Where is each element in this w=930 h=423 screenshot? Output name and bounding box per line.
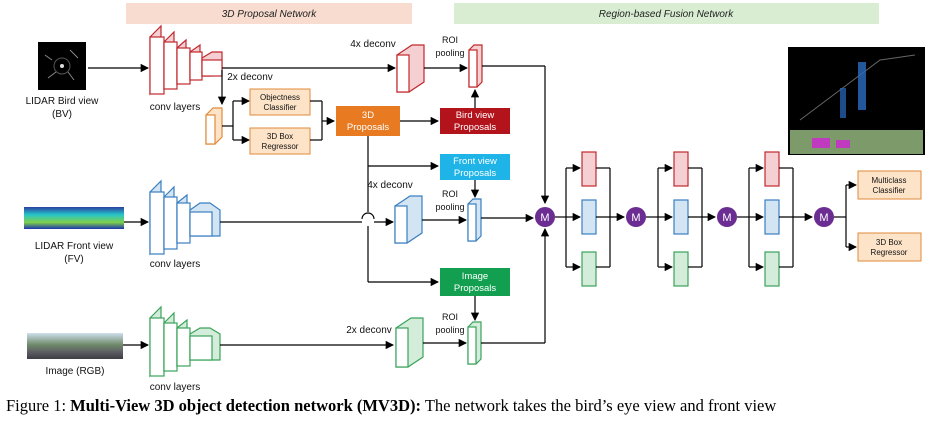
bv-roi-label: ROI bbox=[442, 35, 458, 45]
header-fusion-label: Region-based Fusion Network bbox=[599, 9, 735, 20]
output-box-label-1: 3D Box bbox=[876, 238, 902, 247]
fusion-stage-1 bbox=[555, 151, 626, 287]
caption-text: The network takes the bird’s eye view an… bbox=[421, 396, 777, 415]
multiclass-label-2: Classifier bbox=[873, 186, 906, 195]
caption-prefix: Figure 1: bbox=[6, 396, 71, 415]
bird-proposals-label-1: Bird view bbox=[456, 110, 495, 121]
front-view-image bbox=[24, 207, 124, 229]
bv-deconv-label: 4x deconv bbox=[350, 39, 396, 50]
fv-conv-label: conv layers bbox=[150, 259, 201, 270]
front-view-proposals bbox=[440, 154, 510, 180]
rgb-deconv-label: 2x deconv bbox=[346, 325, 392, 336]
bv-4x-deconv bbox=[396, 44, 425, 93]
header-proposal-network bbox=[126, 3, 412, 24]
svg-text:M: M bbox=[819, 212, 828, 224]
header-proposal-label: 3D Proposal Network bbox=[222, 9, 317, 20]
caption-title: Multi-View 3D object detection network (… bbox=[70, 396, 422, 415]
rgb-conv-label: conv layers bbox=[150, 382, 201, 393]
front-view-label: LIDAR Front view bbox=[35, 241, 114, 252]
multiclass-classifier bbox=[857, 170, 922, 200]
bird-view-sublabel: (BV) bbox=[52, 109, 72, 120]
fv-roi-label: ROI bbox=[442, 189, 458, 199]
bv-pooling-label: pooling bbox=[435, 48, 464, 58]
objectness-label-1: Objectness bbox=[260, 93, 300, 102]
multiclass-label-1: Multiclass bbox=[871, 176, 906, 185]
bird-proposals-label-2: Proposals bbox=[454, 122, 496, 133]
rgb-label: Image (RGB) bbox=[46, 366, 105, 377]
bv-conv-layers bbox=[149, 24, 223, 96]
fv-4x-deconv bbox=[394, 195, 423, 244]
bv-2x-deconv-label: 2x deconv bbox=[227, 72, 273, 83]
detection-result-image bbox=[788, 47, 925, 155]
box-regressor-label-1: 3D Box bbox=[267, 132, 293, 141]
output-box-label-2: Regressor bbox=[871, 248, 908, 257]
image-proposals-label-2: Proposals bbox=[454, 283, 496, 294]
output-box-regressor bbox=[857, 232, 922, 262]
merge-node-2: M bbox=[626, 207, 646, 227]
proposals-3d bbox=[336, 106, 400, 136]
fv-roi-feature bbox=[467, 198, 482, 242]
bird-view-label: LIDAR Bird view bbox=[26, 96, 100, 107]
fv-pooling-label: pooling bbox=[435, 202, 464, 212]
rgb-conv-layers bbox=[149, 305, 221, 378]
image-proposals-label-1: Image bbox=[462, 271, 488, 282]
rgb-roi-label: ROI bbox=[442, 312, 458, 322]
front-view-sublabel: (FV) bbox=[64, 254, 83, 265]
rgb-pooling-label: pooling bbox=[435, 325, 464, 335]
objectness-label-2: Classifier bbox=[264, 103, 297, 112]
svg-text:M: M bbox=[631, 212, 640, 224]
svg-text:M: M bbox=[722, 212, 731, 224]
fv-deconv-label: 4x deconv bbox=[367, 180, 413, 191]
header-fusion-network bbox=[454, 3, 879, 24]
fv-conv-layers bbox=[149, 179, 221, 256]
fusion-stage-2 bbox=[646, 151, 717, 287]
objectness-classifier bbox=[249, 88, 311, 116]
bv-conv-label: conv layers bbox=[150, 102, 201, 113]
svg-text:M: M bbox=[540, 212, 549, 224]
bv-roi-feature bbox=[468, 44, 483, 88]
figure-caption: Figure 1: Multi-View 3D object detection… bbox=[6, 396, 930, 416]
merge-node-1: M bbox=[535, 207, 555, 227]
bird-view-proposals bbox=[440, 108, 510, 134]
front-proposals-label-2: Proposals bbox=[454, 168, 496, 179]
rgb-image bbox=[27, 333, 123, 359]
bv-2x-deconv bbox=[205, 107, 223, 145]
box-regressor bbox=[249, 127, 311, 155]
box-regressor-label-2: Regressor bbox=[262, 142, 299, 151]
rgb-2x-deconv bbox=[395, 317, 424, 368]
image-proposals bbox=[440, 268, 510, 296]
merge-node-4: M bbox=[814, 207, 834, 227]
fusion-stage-3 bbox=[737, 151, 814, 287]
proposals-3d-label-1: 3D bbox=[362, 110, 374, 121]
rgb-roi-feature bbox=[467, 321, 482, 365]
merge-node-3: M bbox=[717, 207, 737, 227]
front-proposals-label-1: Front view bbox=[453, 156, 497, 167]
bird-view-image bbox=[38, 42, 86, 90]
proposals-3d-label-2: Proposals bbox=[347, 122, 389, 133]
